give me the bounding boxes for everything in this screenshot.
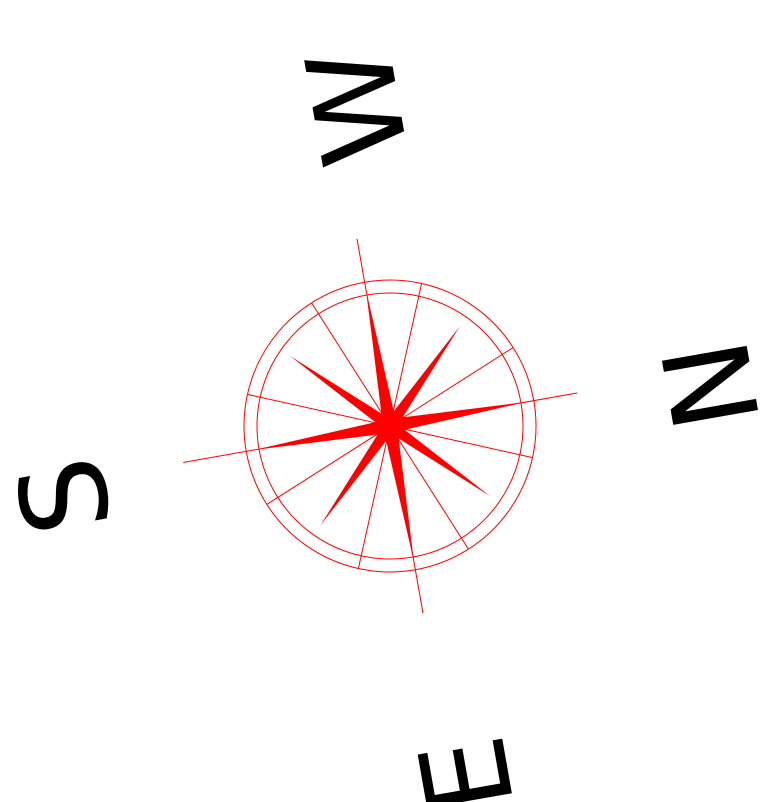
label-east: E: [393, 726, 542, 802]
compass-rose: [150, 206, 610, 650]
label-north: N: [636, 330, 777, 441]
label-south: S: [0, 447, 139, 545]
label-west: W: [280, 37, 436, 176]
rose-star: [230, 266, 550, 586]
